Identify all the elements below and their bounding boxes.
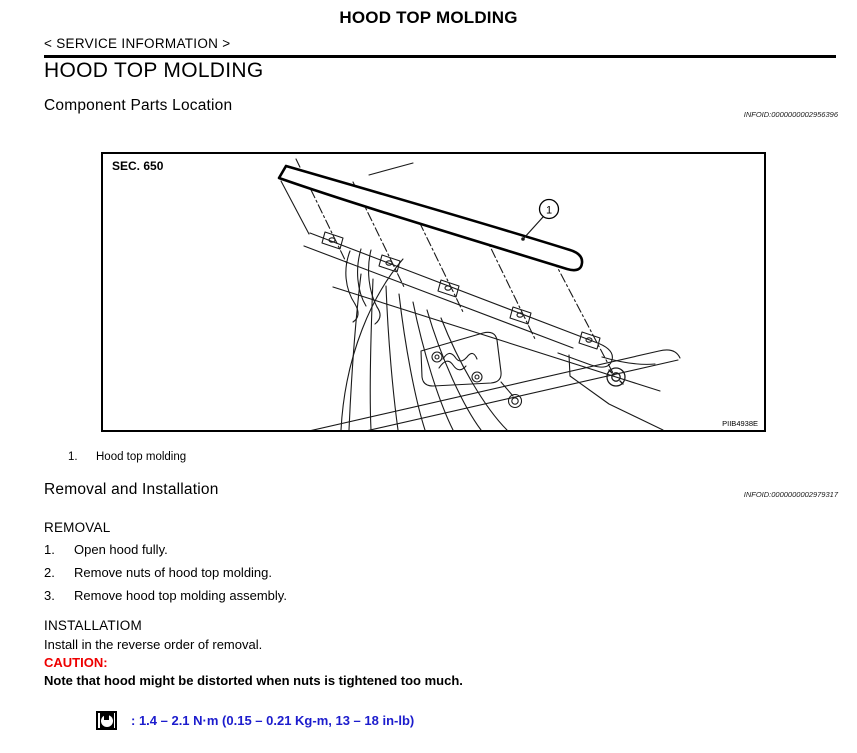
breadcrumb[interactable]: < SERVICE INFORMATION > (44, 36, 231, 51)
hood-top-molding-diagram: 1 (277, 158, 681, 430)
page-header-title: HOOD TOP MOLDING (339, 8, 518, 27)
torque-spec-text: : 1.4 – 2.1 N·m (0.15 – 0.21 Kg-m, 13 – … (131, 713, 415, 728)
mounting-tabs (321, 231, 601, 350)
header-divider (44, 55, 836, 58)
infoid-removal-installation: INFOID:0000000002979317 (743, 490, 838, 499)
step-text: Remove hood top molding assembly. (74, 588, 287, 603)
removal-installation-heading: Removal and Installation (44, 481, 219, 498)
installation-subheading: INSTALLATIOM (44, 618, 142, 633)
infoid-component-parts: INFOID:0000000002956396 (743, 110, 838, 119)
section-title: HOOD TOP MOLDING (44, 59, 264, 82)
grille-curves (340, 258, 508, 430)
removal-step: 1. Open hood fully. (44, 542, 287, 565)
step-text: Open hood fully. (74, 542, 168, 557)
molding-nut (606, 367, 626, 387)
grommet (507, 393, 523, 409)
latch-detail (420, 331, 514, 397)
legend-item-label: Hood top molding (96, 451, 187, 463)
figure-sec-label: SEC. 650 (112, 159, 164, 173)
component-parts-figure: 1 SEC. 650 PIIB4938E (101, 152, 766, 432)
removal-steps: 1. Open hood fully. 2. Remove nuts of ho… (44, 542, 287, 611)
removal-step: 2. Remove nuts of hood top molding. (44, 565, 287, 588)
hinge-detail (345, 248, 381, 325)
installation-body: Install in the reverse order of removal. (44, 637, 263, 652)
removal-step: 3. Remove hood top molding assembly. (44, 588, 287, 611)
callout-1-number: 1 (546, 205, 552, 217)
legend-item-number: 1. (68, 451, 78, 463)
callout-1: 1 (521, 198, 560, 241)
step-number: 2. (44, 565, 55, 580)
torque-spec-row: : 1.4 – 2.1 N·m (0.15 – 0.21 Kg-m, 13 – … (96, 711, 414, 730)
torque-wrench-icon (96, 711, 117, 730)
step-number: 1. (44, 542, 55, 557)
removal-subheading: REMOVAL (44, 520, 111, 535)
caution-text: Note that hood might be distorted when n… (44, 673, 463, 688)
caution-label: CAUTION: (44, 655, 108, 670)
step-text: Remove nuts of hood top molding. (74, 565, 273, 580)
figure-image-code: PIIB4938E (722, 419, 758, 428)
step-number: 3. (44, 588, 55, 603)
component-parts-heading: Component Parts Location (44, 97, 233, 114)
hood-top-molding-part (277, 164, 584, 272)
